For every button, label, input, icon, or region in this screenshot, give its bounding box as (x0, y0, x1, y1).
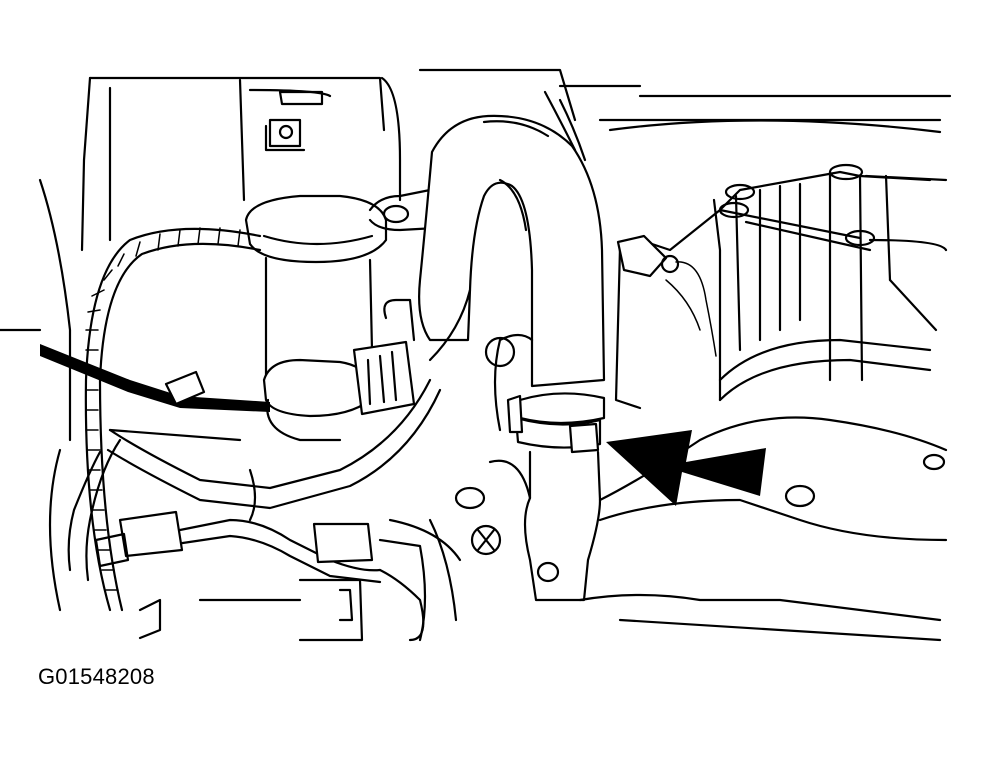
black-wires (40, 344, 270, 582)
hose-clamp (506, 392, 606, 502)
figure-id-label: G01548208 (38, 664, 155, 689)
reservoir (244, 194, 388, 442)
sensor-lead (616, 234, 717, 357)
pointer-arrow (606, 430, 766, 506)
electrical-connector (352, 298, 416, 416)
top-bracket (264, 90, 324, 152)
lower-tubes (94, 288, 472, 584)
wiring-harness (84, 227, 262, 612)
left-fender (0, 178, 72, 612)
lower-left-parts (138, 522, 942, 642)
upper-frame (80, 68, 952, 252)
coolant-hose (418, 114, 606, 388)
water-outlet-housing (378, 333, 948, 642)
engine-block (614, 163, 948, 410)
arrow-shape (606, 430, 766, 506)
